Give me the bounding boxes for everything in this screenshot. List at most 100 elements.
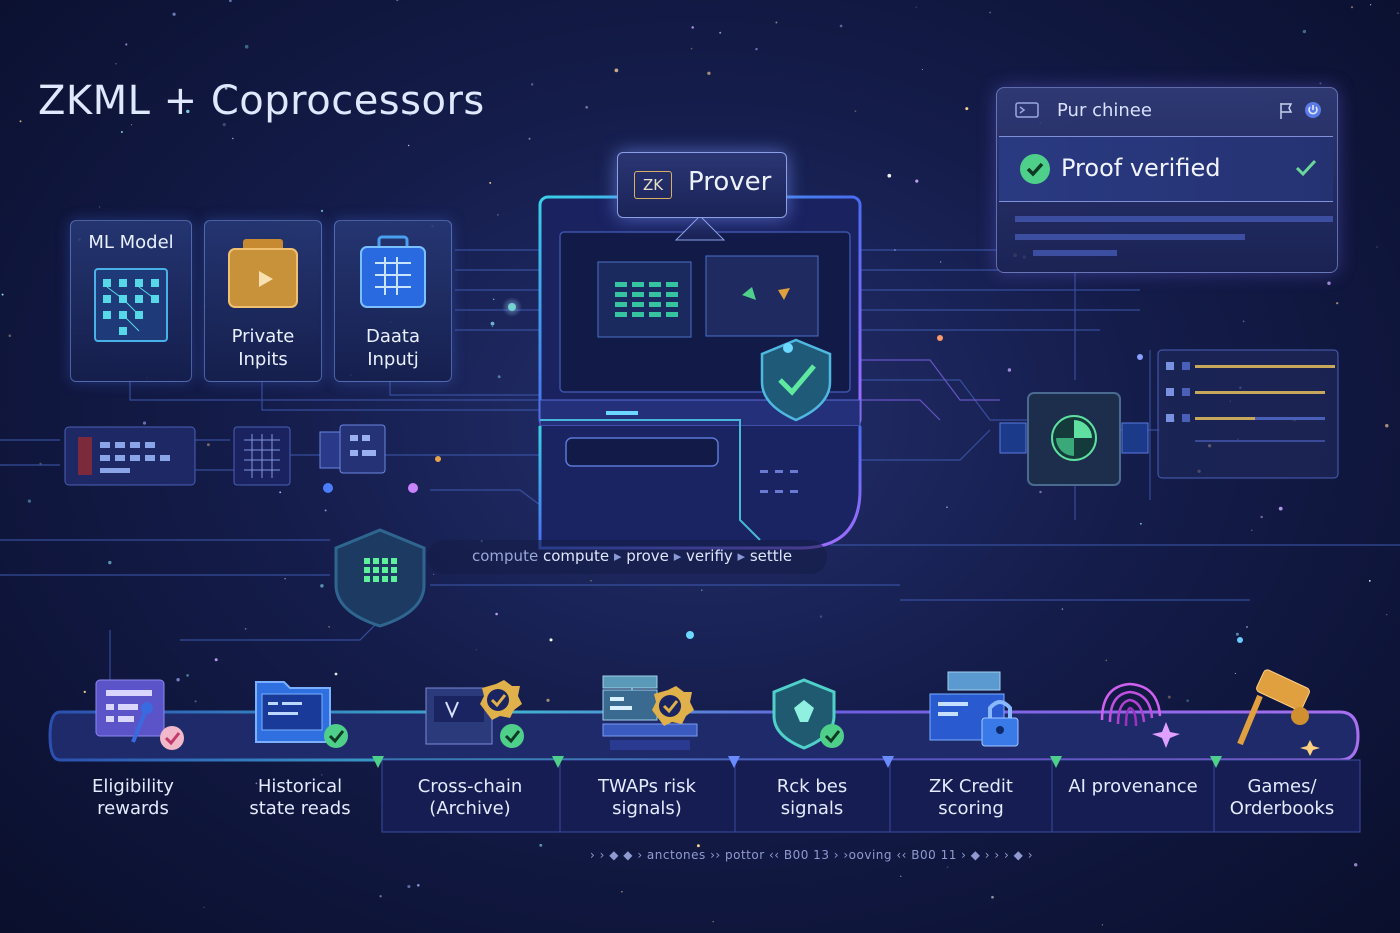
star <box>546 698 550 702</box>
star <box>1385 613 1388 616</box>
log-line-3 <box>1033 250 1117 256</box>
star <box>1278 506 1283 511</box>
star <box>590 579 592 582</box>
star <box>1302 29 1307 34</box>
star <box>530 83 534 86</box>
star <box>279 491 282 494</box>
proof-status-row: Proof verified <box>999 136 1333 202</box>
star <box>1251 529 1253 531</box>
use-case-label: Cross-chain (Archive) <box>384 776 556 820</box>
star <box>712 921 714 923</box>
star <box>416 883 420 887</box>
star <box>255 782 258 785</box>
star <box>775 21 778 24</box>
star <box>474 96 478 100</box>
star <box>214 658 218 662</box>
star <box>1139 522 1142 525</box>
star <box>1167 695 1171 699</box>
star <box>186 674 189 677</box>
use-case-line: signals) <box>612 798 682 819</box>
use-case-line: scoring <box>938 798 1004 819</box>
use-case-label: AI provenance <box>1054 776 1212 798</box>
star <box>206 443 210 447</box>
data-bag-icon <box>360 235 426 308</box>
signal-list-panel <box>1157 349 1339 479</box>
star <box>83 690 86 694</box>
star <box>408 144 410 147</box>
hammer-icon <box>1237 669 1320 756</box>
star <box>819 615 823 618</box>
star <box>1385 423 1389 428</box>
star <box>1369 4 1372 6</box>
star <box>719 31 722 34</box>
fingerprint-icon <box>1100 682 1180 748</box>
star <box>1327 281 1331 285</box>
star <box>854 110 857 112</box>
star <box>284 578 286 580</box>
log-line-2 <box>1015 234 1245 240</box>
star <box>528 137 531 140</box>
star <box>8 334 12 338</box>
star <box>691 26 694 29</box>
star <box>194 700 197 703</box>
chip-module-left <box>64 426 196 486</box>
use-case-line: Eligibility <box>92 776 174 797</box>
use-case-line: state reads <box>249 798 351 819</box>
star <box>222 122 226 127</box>
star <box>915 6 917 8</box>
star <box>224 87 228 90</box>
use-case-line: Rck bes <box>776 776 848 797</box>
use-case-label: Eligibility rewards <box>62 776 204 820</box>
star <box>900 875 902 877</box>
star <box>621 890 623 893</box>
use-case-line: Games/ <box>1247 776 1317 797</box>
star <box>939 261 942 263</box>
star <box>497 375 501 379</box>
use-case-label: Rck bes signals <box>737 776 887 820</box>
star <box>396 0 399 2</box>
star <box>203 906 205 908</box>
star <box>475 649 477 651</box>
star <box>690 47 693 50</box>
data-inputs-card: Daata Inputj <box>334 220 452 382</box>
check-icon <box>1295 159 1317 177</box>
proof-status-text: Proof verified <box>1061 154 1221 182</box>
star <box>991 895 994 899</box>
star <box>1007 368 1012 372</box>
use-case-bar <box>48 710 1361 833</box>
star <box>27 499 32 503</box>
flag-icon <box>1280 103 1293 119</box>
flow-step: prove <box>626 547 669 565</box>
use-case-line: Cross-chain <box>417 776 523 797</box>
flow-step: settle <box>749 547 793 565</box>
star <box>334 672 338 676</box>
star <box>496 213 499 216</box>
star <box>490 321 495 326</box>
star <box>1061 608 1064 610</box>
use-case-line: (Archive) <box>429 798 511 819</box>
star <box>1234 672 1236 675</box>
shield-icon <box>772 678 844 750</box>
shield-grid-icon <box>334 528 426 628</box>
star <box>98 206 101 208</box>
verification-panel: Pur chinee Proof verified <box>996 87 1338 273</box>
terminal-icon <box>1015 102 1039 118</box>
pipeline-steps: compute compute ▸ prove ▸ verifiy ▸ sett… <box>472 547 792 565</box>
star <box>244 627 247 630</box>
star <box>244 44 249 49</box>
ml-model-label: ML Model <box>88 232 174 253</box>
star <box>1319 82 1322 85</box>
star <box>887 173 892 178</box>
star <box>539 843 543 847</box>
page-title: ZKML + Coprocessors <box>38 78 485 124</box>
lock-icon <box>929 671 1019 747</box>
connector-plug-icon <box>319 424 386 474</box>
star <box>549 638 553 642</box>
use-case-label: Historical state reads <box>222 776 378 820</box>
star <box>915 179 919 183</box>
prover-label: Prover <box>688 167 772 197</box>
flow-arrow-icon: ▸ <box>737 547 750 565</box>
star <box>407 884 411 889</box>
star <box>491 325 494 328</box>
